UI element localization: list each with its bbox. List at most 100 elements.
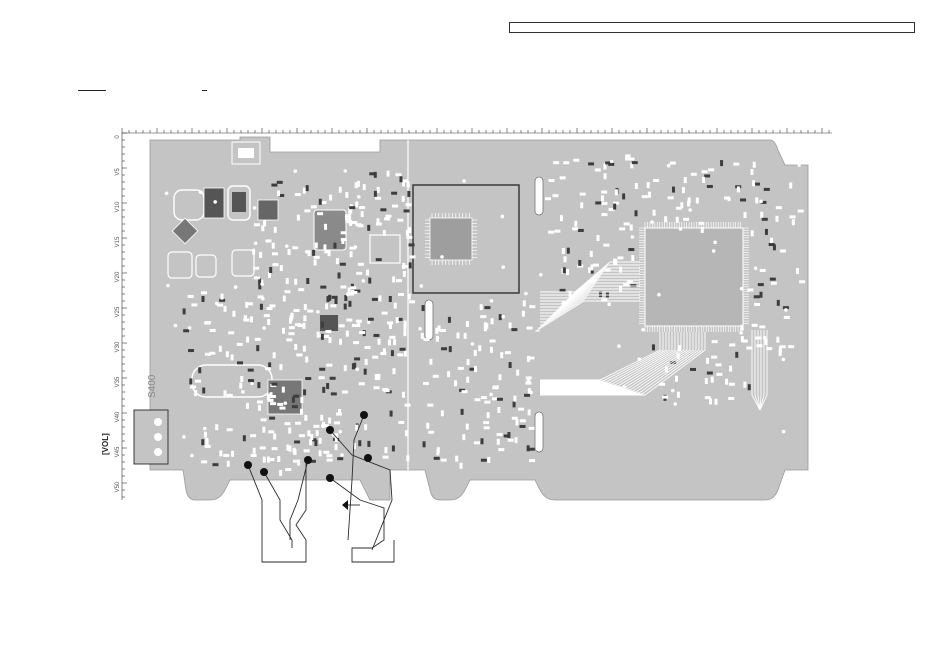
smd-part [624, 222, 630, 225]
smd-part [527, 327, 533, 330]
via [420, 284, 424, 288]
smd-part [271, 383, 277, 386]
smd-part [273, 434, 276, 440]
smd-part [746, 346, 752, 349]
smd-part [406, 236, 412, 239]
smd-part [526, 376, 532, 379]
smd-part [279, 364, 282, 370]
via [501, 315, 505, 319]
smd-part [292, 246, 298, 249]
smd-part [307, 430, 310, 436]
smd-part [256, 345, 259, 351]
smd-part [635, 210, 638, 216]
via [338, 430, 342, 434]
smd-part [300, 397, 303, 403]
smd-part [447, 371, 450, 377]
smd-part [759, 325, 765, 328]
smd-part [383, 230, 386, 236]
via [471, 342, 475, 346]
smd-part [752, 324, 758, 327]
smd-part [426, 423, 429, 429]
smd-part [303, 315, 306, 321]
smd-part [352, 324, 358, 327]
smd-part [277, 190, 280, 196]
smd-part [593, 264, 599, 267]
smd-part [253, 267, 259, 270]
smd-part [707, 185, 713, 188]
via [501, 265, 505, 269]
smd-part [325, 330, 331, 333]
smd-part [653, 179, 659, 182]
smd-part [770, 278, 776, 281]
smd-part [284, 290, 290, 293]
smd-part [272, 243, 275, 249]
smd-part [573, 159, 579, 162]
smd-part [269, 267, 272, 273]
smd-part [672, 187, 675, 193]
smd-part [480, 315, 486, 318]
smd-part [617, 256, 623, 259]
smd-part [320, 286, 326, 289]
smd-part [433, 375, 439, 378]
smd-part [518, 408, 524, 411]
ruler-label: V15 [115, 236, 121, 247]
smd-part [303, 188, 306, 194]
smd-part [314, 256, 320, 259]
smd-part [269, 304, 275, 307]
smd-part [368, 278, 371, 284]
smd-part [231, 354, 234, 360]
smd-part [373, 334, 379, 337]
smd-part [342, 391, 348, 394]
smd-part [398, 421, 404, 424]
smd-part [191, 303, 197, 306]
smd-part [462, 434, 465, 440]
smd-part [372, 298, 378, 301]
smd-part [799, 280, 805, 283]
smd-part [245, 302, 248, 308]
via [657, 293, 661, 297]
smd-part [515, 419, 518, 425]
smd-part [788, 345, 794, 348]
smd-part [339, 187, 342, 193]
smd-part [283, 296, 286, 302]
smd-part [705, 396, 711, 399]
via [782, 430, 786, 434]
via [234, 285, 238, 289]
smd-part [522, 311, 525, 317]
smd-part [427, 404, 433, 407]
smd-part [396, 173, 402, 176]
smd-part [286, 445, 289, 451]
vol-label: [VOL] [101, 433, 110, 455]
via [165, 192, 169, 196]
smd-part [359, 331, 365, 334]
smd-part [789, 182, 792, 188]
smd-part [513, 401, 516, 407]
via [213, 200, 217, 204]
smd-part [289, 318, 292, 324]
smd-part [423, 338, 429, 341]
smd-part [294, 440, 300, 443]
smd-part [527, 356, 530, 362]
smd-part [776, 206, 782, 209]
via [489, 393, 493, 397]
smd-part [562, 248, 565, 254]
smd-part [350, 286, 356, 289]
via [784, 308, 788, 312]
smd-part [635, 183, 638, 189]
smd-part [588, 162, 594, 165]
smd-part [519, 425, 525, 428]
smd-part [361, 211, 364, 217]
smd-part [289, 326, 295, 329]
smd-part [715, 363, 721, 366]
smd-part [464, 333, 467, 339]
smd-part [267, 319, 270, 325]
smd-part [324, 250, 330, 253]
smd-part [312, 250, 315, 256]
smd-part [321, 334, 324, 340]
smd-part [529, 427, 535, 430]
smd-part [332, 296, 338, 299]
smd-part [356, 272, 362, 275]
smd-part [702, 170, 708, 173]
smd-part [631, 255, 634, 261]
smd-part [261, 418, 267, 421]
